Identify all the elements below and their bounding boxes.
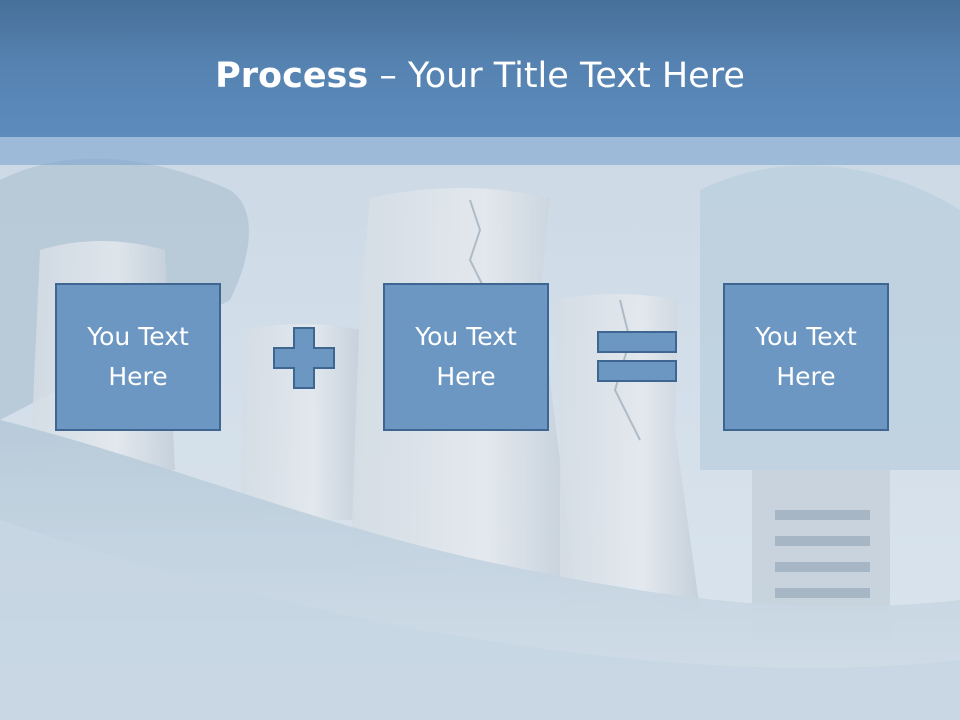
process-box-2[interactable]: You Text Here (383, 283, 549, 431)
title-bold: Process (215, 56, 369, 96)
process-box-3[interactable]: You Text Here (723, 283, 889, 431)
process-box-3-text: You Text Here (755, 322, 857, 391)
process-box-1-text: You Text Here (87, 322, 189, 391)
plus-icon (273, 327, 335, 389)
process-box-1[interactable]: You Text Here (55, 283, 221, 431)
equals-icon (597, 331, 677, 382)
slide-title: Process – Your Title Text Here (0, 50, 960, 102)
title-rest: – Your Title Text Here (368, 56, 745, 96)
process-box-2-text: You Text Here (415, 322, 517, 391)
title-band (0, 0, 960, 137)
title-strip (0, 137, 960, 165)
